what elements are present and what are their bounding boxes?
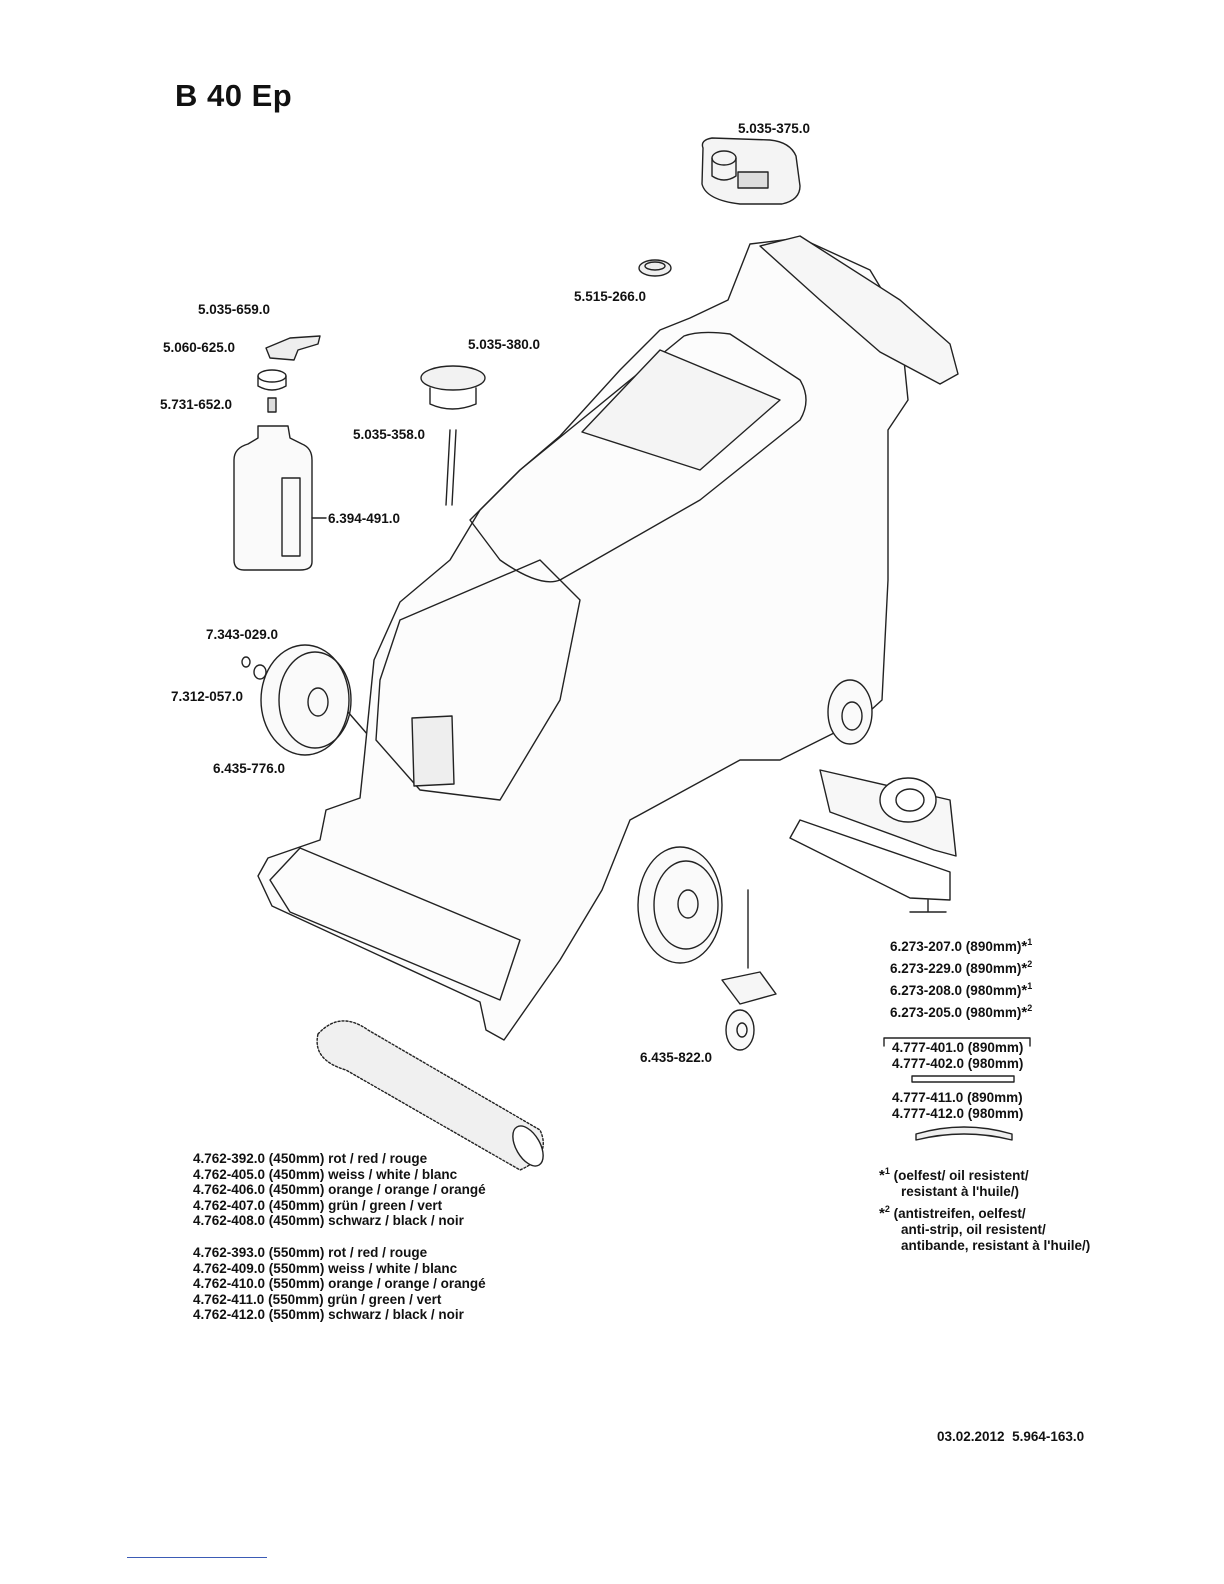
list-item: 4.777-402.0 (980mm) [892,1055,1024,1071]
lid-cap-drawing [420,365,486,506]
footer-doc-number: 5.964-163.0 [1012,1429,1085,1444]
list-item: 4.777-401.0 (890mm) [892,1040,1024,1055]
list-item: 4.762-411.0 (550mm) grün / green / vert [193,1291,442,1307]
footer-date: 03.02.2012 [937,1429,1005,1444]
squeegee-b-list: 4.777-411.0 (890mm) 4.777-412.0 (980mm) [892,1090,1023,1121]
label-washer: 7.312-057.0 [171,689,244,704]
label-retaining-ring: 7.343-029.0 [206,627,279,642]
label-clip: 5.035-659.0 [198,302,271,317]
wheel-drawing [241,644,369,756]
list-item: 4.762-407.0 (450mm) grün / green / vert [193,1197,443,1213]
list-item: 4.762-409.0 (550mm) weiss / white / blan… [193,1260,458,1276]
label-valve: 5.731-652.0 [160,397,233,412]
castor-drawing [721,889,777,1051]
footnote-2: *2 (antistreifen, oelfest/ anti-strip, o… [879,1204,1091,1254]
list-item: 6.273-207.0 (890mm)*1 [890,937,1033,956]
brushes-550-list: 4.762-393.0 (550mm) rot / red / rouge 4.… [193,1245,486,1323]
list-item: 6.273-205.0 (980mm)*2 [890,1003,1033,1022]
brushes-450-list: 4.762-392.0 (450mm) rot / red / rouge 4.… [193,1151,486,1229]
list-item: 4.762-412.0 (550mm) schwarz / black / no… [193,1307,464,1323]
label-dipstick: 5.035-358.0 [353,427,426,442]
machine-body-drawing [257,235,959,1041]
label-filter: 5.515-266.0 [574,289,647,304]
footnote-1: *1 (oelfest/ oil resistent/ resistant à … [879,1166,1029,1200]
list-item: 4.762-405.0 (450mm) weiss / white / blan… [193,1166,458,1182]
list-item: 4.777-412.0 (980mm) [892,1105,1024,1121]
label-lid-cap: 5.035-380.0 [468,337,541,352]
label-wheel: 6.435-776.0 [213,761,286,776]
footer: 03.02.2012 5.964-163.0 [937,1430,1084,1444]
filter-drawing [638,259,672,277]
squeegee-strip-drawings [883,1037,1031,1141]
bottle-assembly-drawing [233,335,327,571]
page-title: B 40 Ep [175,78,293,113]
tank-lid-drawing [701,137,801,205]
label-cap: 5.060-625.0 [163,340,236,355]
label-bottle: 6.394-491.0 [328,511,401,526]
list-item: 4.762-393.0 (550mm) rot / red / rouge [193,1245,428,1260]
list-item: 4.762-392.0 (450mm) rot / red / rouge [193,1151,428,1166]
squeegee-drawing [789,769,957,913]
roller-brush-drawing [316,1020,544,1171]
label-tank-lid: 5.035-375.0 [738,121,811,136]
squeegee-lips-list: 6.273-207.0 (890mm)*1 6.273-229.0 (890mm… [890,936,1032,1024]
footer-rule [127,1557,267,1558]
list-item: 4.762-406.0 (450mm) orange / orange / or… [193,1182,486,1198]
squeegee-a-list: 4.777-401.0 (890mm) 4.777-402.0 (980mm) [892,1040,1023,1071]
list-item: 6.273-208.0 (980mm)*1 [890,981,1033,1000]
list-item: 4.762-410.0 (550mm) orange / orange / or… [193,1276,486,1292]
list-item: 6.273-229.0 (890mm)*2 [890,959,1033,978]
list-item: 4.762-408.0 (450mm) schwarz / black / no… [193,1213,464,1229]
list-item: 4.777-411.0 (890mm) [892,1090,1023,1105]
label-castor: 6.435-822.0 [640,1050,713,1065]
